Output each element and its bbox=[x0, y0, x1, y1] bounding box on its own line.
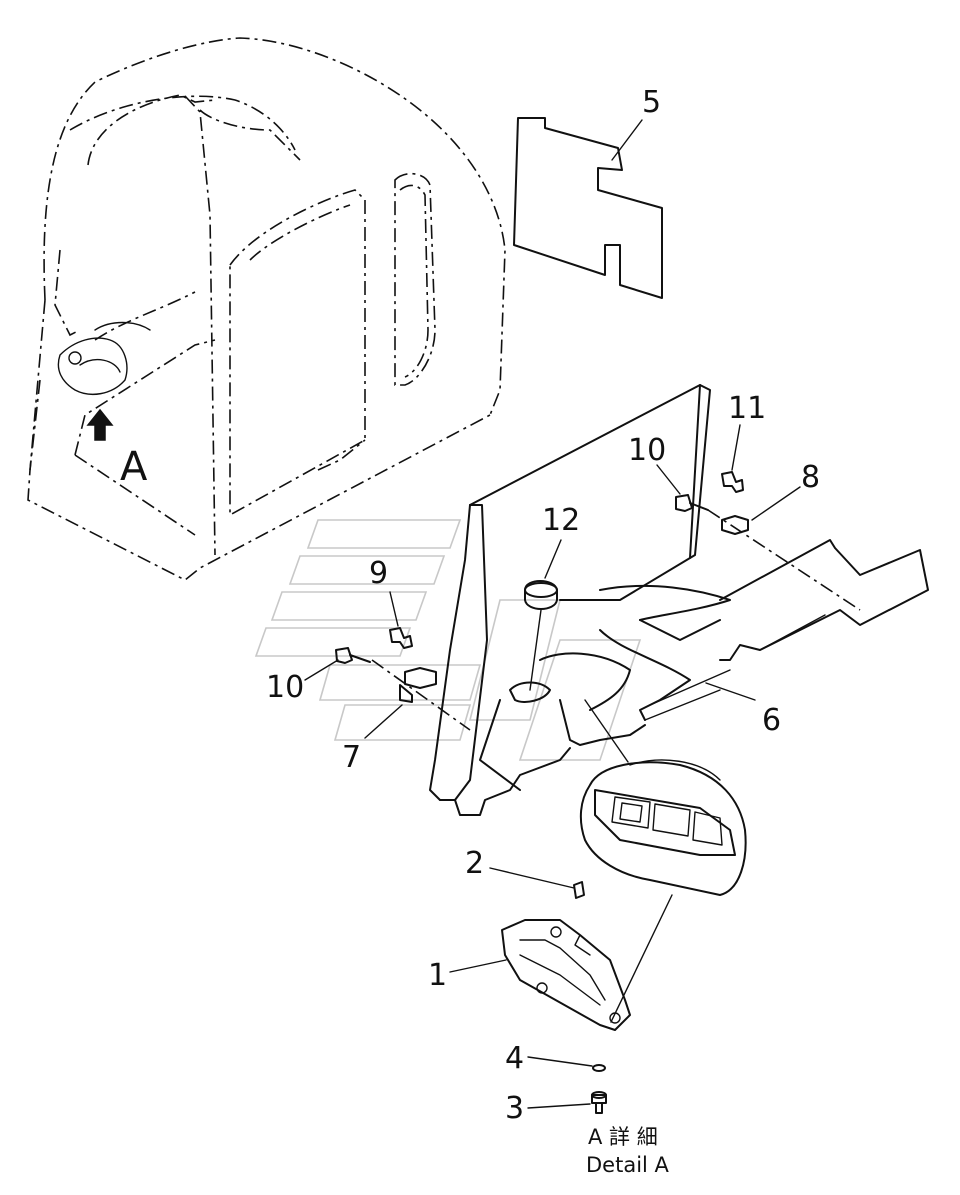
callout-2: 2 bbox=[465, 846, 484, 881]
part-10-bolt-right bbox=[675, 494, 709, 512]
cab-monitor-small bbox=[57, 321, 151, 396]
detail-caption-jp: A 詳 細 bbox=[588, 1125, 658, 1149]
callout-11: 11 bbox=[728, 391, 766, 426]
callout-10-left: 10 bbox=[266, 670, 304, 705]
view-arrow-icon bbox=[86, 408, 114, 441]
callout-6: 6 bbox=[762, 703, 781, 738]
view-marker-label: A bbox=[120, 444, 148, 490]
callout-9: 9 bbox=[369, 556, 388, 591]
part-11-bolt bbox=[721, 471, 744, 493]
callout-5: 5 bbox=[642, 85, 661, 120]
part-2-spacer bbox=[573, 881, 585, 899]
part-12-grommet bbox=[524, 580, 558, 610]
cab-outline bbox=[27, 37, 506, 581]
callout-7: 7 bbox=[342, 740, 361, 775]
callout-3: 3 bbox=[505, 1091, 524, 1126]
part-3-bolt bbox=[591, 1091, 607, 1114]
part-10-bolt-left bbox=[335, 647, 371, 664]
callout-12: 12 bbox=[542, 503, 580, 538]
callouts: 5 11 10 8 12 9 10 6 7 2 1 4 3 bbox=[266, 85, 820, 1126]
callout-1: 1 bbox=[428, 958, 447, 993]
callout-8: 8 bbox=[801, 460, 820, 495]
leader-lines bbox=[304, 119, 801, 1109]
callout-10-right: 10 bbox=[628, 433, 666, 468]
part-6-panel bbox=[429, 384, 929, 816]
part-7-clip bbox=[371, 659, 471, 731]
part-4-washer bbox=[592, 1064, 606, 1072]
part-5-sheet bbox=[513, 117, 663, 299]
detail-caption-en: Detail A bbox=[586, 1153, 670, 1177]
part-9-bolt-left bbox=[389, 627, 413, 649]
watermark-logo bbox=[254, 519, 642, 761]
callout-4: 4 bbox=[505, 1041, 524, 1076]
monitor-unit bbox=[579, 759, 747, 896]
part-8-clip bbox=[707, 509, 861, 611]
part-1-bracket bbox=[501, 919, 631, 1031]
